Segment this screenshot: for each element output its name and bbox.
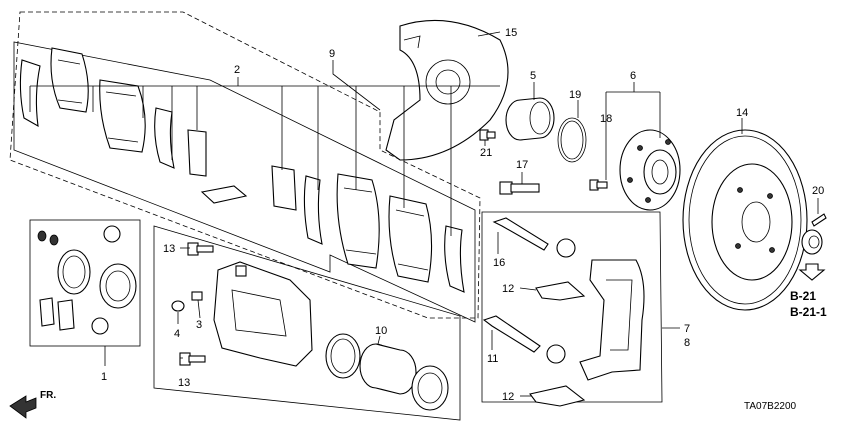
reference-b21-1: B-21-1 — [790, 305, 827, 319]
callout-7: 7 — [684, 323, 690, 335]
pad-clip-lower — [529, 385, 586, 407]
snap-ring — [557, 117, 587, 163]
callout-11: 11 — [487, 353, 498, 365]
callout-4: 4 — [174, 328, 180, 340]
callout-1: 1 — [101, 371, 107, 383]
hub-bolt — [589, 179, 608, 191]
bleeder-cap — [171, 300, 185, 312]
callout-18: 18 — [600, 113, 612, 125]
guide-pin-lower — [482, 315, 541, 353]
caliper-piston — [359, 343, 417, 395]
bolt-21 — [479, 129, 496, 141]
dust-seal — [411, 365, 449, 411]
seal-kit-box — [29, 219, 141, 347]
callout-17: 17 — [516, 159, 528, 171]
callout-15: 15 — [505, 27, 517, 39]
hub-bearing — [505, 97, 555, 141]
diagram-code: TA07B2200 — [744, 401, 797, 412]
pad-clip-upper — [535, 281, 586, 301]
callout-12-lower: 12 — [502, 391, 514, 403]
callout-13-lower: 13 — [178, 377, 190, 389]
callout-21: 21 — [480, 147, 492, 159]
pin-boot-lower — [546, 344, 566, 364]
caliper-bolt-lower — [179, 352, 206, 366]
hub-nut — [801, 229, 823, 255]
bracket-group-box — [481, 211, 663, 403]
splash-shield — [385, 19, 509, 161]
wheel-hub — [619, 129, 681, 211]
disc-screw — [811, 213, 827, 227]
callout-2: 2 — [234, 64, 240, 76]
caliper-body — [213, 261, 313, 367]
callout-8: 8 — [684, 337, 690, 349]
callout-3: 3 — [196, 319, 202, 331]
reference-b21: B-21 — [790, 289, 816, 303]
callout-20: 20 — [812, 185, 824, 197]
pad-set-boundary — [9, 11, 481, 319]
caliper-bracket-bolt — [499, 181, 540, 195]
callout-16: 16 — [493, 257, 505, 269]
pad-shim-left — [200, 185, 248, 204]
piston-seal — [325, 333, 361, 379]
leader-lines — [29, 31, 819, 397]
callout-14: 14 — [736, 107, 748, 119]
callout-12-upper: 12 — [502, 283, 514, 295]
callout-6: 6 — [630, 70, 636, 82]
caliper-bolt-upper — [187, 242, 214, 256]
callout-13-upper: 13 — [163, 243, 175, 255]
callout-10: 10 — [375, 325, 387, 337]
guide-pin-upper — [492, 217, 549, 251]
front-direction-arrow — [9, 395, 37, 419]
brake-pad-inner-middle — [271, 165, 465, 293]
brake-pad-outer-left — [19, 47, 207, 177]
pad-group-boundary — [13, 41, 476, 323]
seal-kit-parts — [37, 225, 137, 335]
reference-arrow — [798, 263, 826, 281]
caliper-group-box — [153, 225, 461, 421]
pin-boot-upper — [556, 238, 576, 258]
callout-5: 5 — [530, 70, 536, 82]
bleeder-screw — [191, 291, 203, 301]
caliper-bracket — [579, 259, 645, 381]
front-direction-label: FR. — [40, 390, 56, 401]
callout-19: 19 — [569, 89, 581, 101]
brake-disc — [682, 129, 808, 311]
callout-9: 9 — [329, 48, 335, 60]
